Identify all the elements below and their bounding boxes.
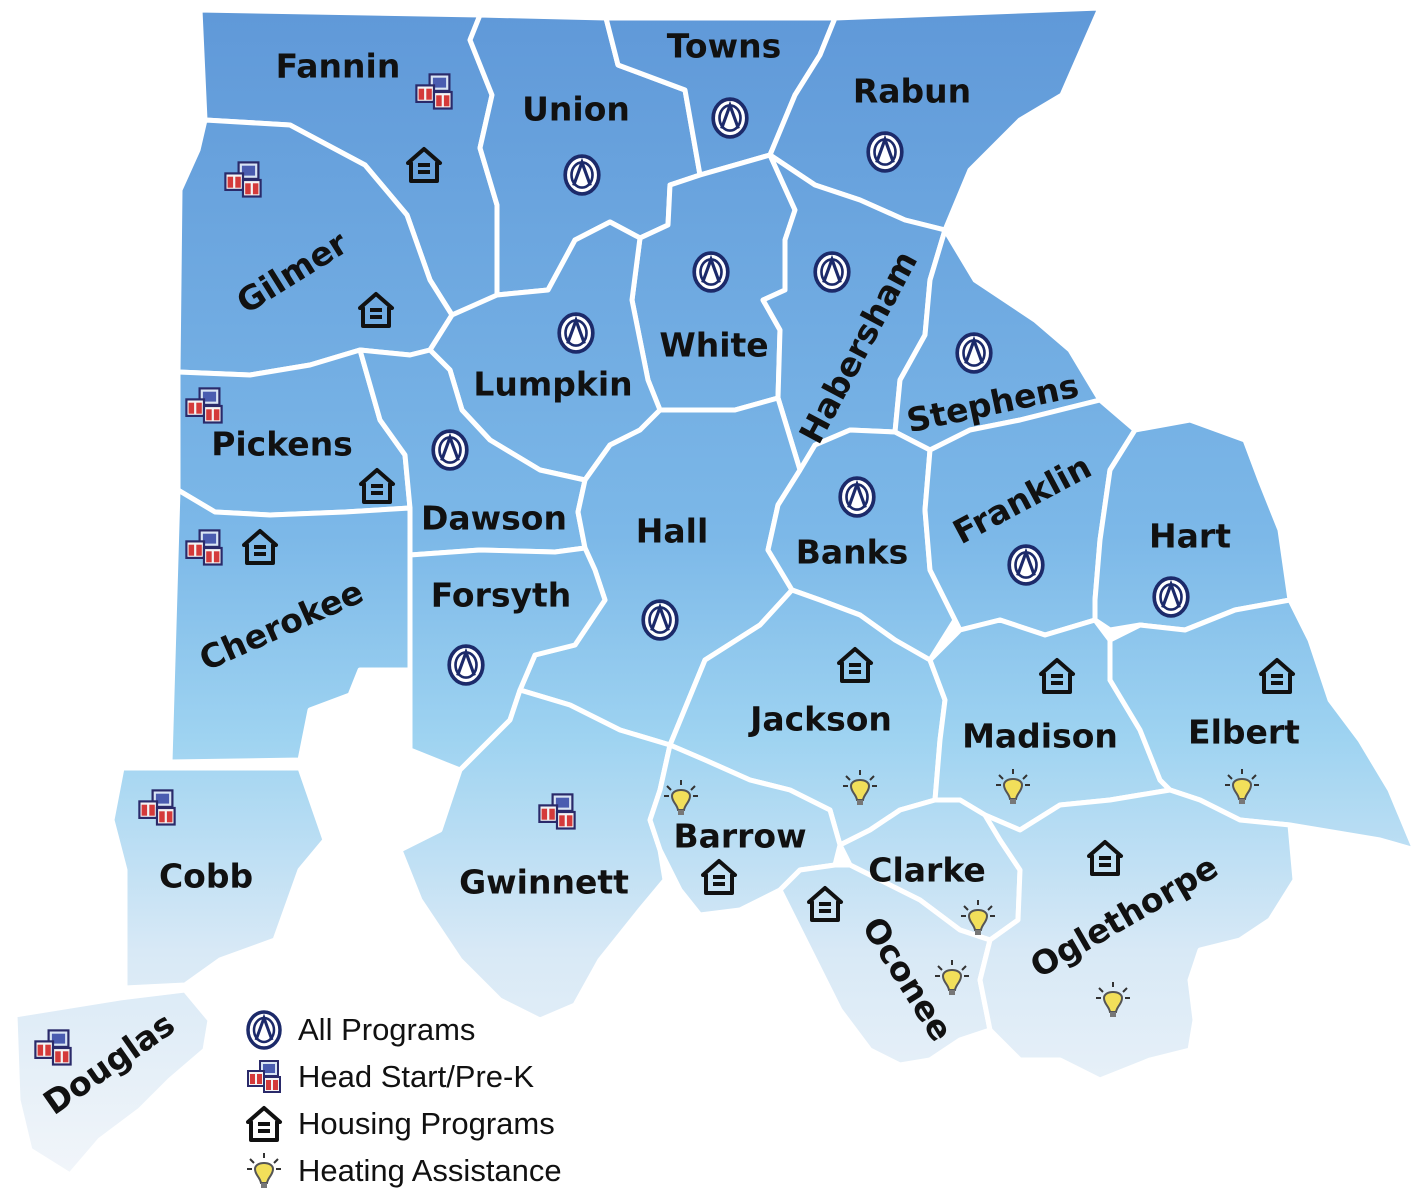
county-label-lumpkin: Lumpkin	[473, 365, 632, 404]
legend-item-all-programs: All Programs	[242, 1006, 662, 1053]
county-label-white: White	[659, 326, 768, 365]
white-all-programs-icon	[692, 251, 730, 293]
county-shapes	[12, 5, 1418, 1178]
county-label-banks: Banks	[796, 533, 909, 572]
franklin-all-programs-icon	[1007, 544, 1045, 586]
dawson-all-programs-icon	[431, 429, 469, 471]
legend-label: Housing Programs	[298, 1105, 555, 1141]
legend-label: Head Start/Pre-K	[298, 1058, 535, 1094]
county-label-forsyth: Forsyth	[431, 576, 572, 615]
county-label-fannin: Fannin	[276, 47, 401, 86]
all-programs-icon	[242, 1010, 286, 1050]
county-elbert	[1107, 597, 1418, 853]
county-label-hall: Hall	[636, 512, 709, 551]
county-label-cobb: Cobb	[159, 857, 253, 896]
county-label-gwinnett: Gwinnett	[459, 863, 629, 902]
county-label-towns: Towns	[667, 27, 781, 66]
county-oconee	[777, 862, 993, 1068]
county-label-elbert: Elbert	[1188, 713, 1300, 752]
county-label-barrow: Barrow	[673, 817, 806, 856]
county-label-hart: Hart	[1149, 517, 1231, 556]
legend-item-head-start: Head Start/Pre-K	[242, 1053, 662, 1100]
map-legend: All Programs Head Start/Pre-K Housing Pr…	[242, 1006, 662, 1194]
county-banks	[765, 427, 958, 663]
forsyth-all-programs-icon	[447, 644, 485, 686]
county-label-rabun: Rabun	[853, 72, 971, 111]
rabun-all-programs-icon	[866, 131, 904, 173]
legend-label: All Programs	[298, 1011, 476, 1047]
county-label-dawson: Dawson	[421, 499, 567, 538]
legend-label: Heating Assistance	[298, 1152, 562, 1188]
heating-bulb-icon	[242, 1151, 286, 1191]
habersham-all-programs-icon	[813, 251, 851, 293]
hall-all-programs-icon	[641, 599, 679, 641]
lumpkin-all-programs-icon	[557, 312, 595, 354]
housing-icon	[242, 1104, 286, 1144]
county-forsyth	[407, 545, 608, 773]
legend-item-housing: Housing Programs	[242, 1100, 662, 1147]
union-all-programs-icon	[563, 154, 601, 196]
towns-all-programs-icon	[711, 97, 749, 139]
hart-all-programs-icon	[1152, 576, 1190, 618]
county-label-pickens: Pickens	[211, 425, 353, 464]
county-label-jackson: Jackson	[748, 700, 892, 739]
county-oglethorpe	[977, 787, 1298, 1083]
county-label-clarke: Clarke	[868, 851, 986, 890]
head-start-icon	[242, 1057, 286, 1097]
county-label-union: Union	[522, 90, 630, 129]
county-label-madison: Madison	[962, 717, 1118, 756]
banks-all-programs-icon	[838, 476, 876, 518]
legend-item-heating: Heating Assistance	[242, 1147, 662, 1194]
stephens-all-programs-icon	[955, 332, 993, 374]
